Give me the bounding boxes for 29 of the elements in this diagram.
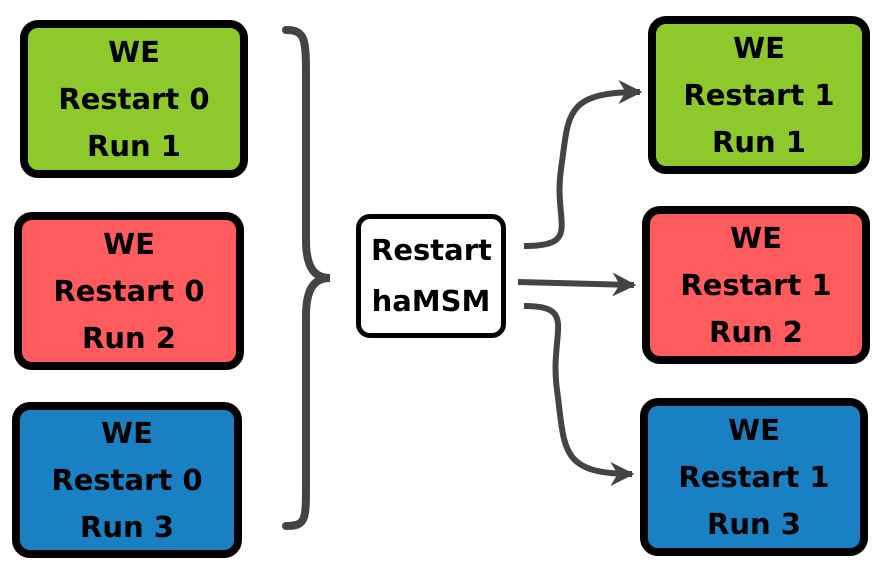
node-label: WE	[103, 226, 155, 261]
node-label: WE	[728, 412, 780, 447]
node-label: Run 2	[709, 315, 803, 350]
node-label: Run 3	[707, 507, 801, 542]
node-label: Restart 0	[51, 462, 203, 497]
run-box	[642, 206, 870, 364]
node-label: Run 3	[80, 510, 174, 544]
node-label: Run 1	[712, 125, 806, 160]
node-label: WE	[733, 30, 785, 65]
node-label: Restart haMSM	[371, 232, 491, 320]
node-label: WE	[101, 416, 153, 450]
arrow	[524, 80, 642, 249]
run-box	[14, 212, 244, 370]
run-box	[20, 20, 248, 178]
node-label: Run 2	[82, 321, 176, 356]
node-label: WE	[108, 34, 160, 69]
node-label: Restart 1	[683, 78, 835, 112]
node-label: WE	[730, 220, 782, 255]
arrow	[518, 272, 636, 296]
node-label: Restart 0	[53, 274, 205, 308]
process-box	[356, 214, 506, 338]
arrow	[524, 303, 634, 486]
run-box	[12, 402, 242, 558]
node-label: Restart 0	[58, 82, 210, 116]
node-label: Restart 1	[680, 268, 832, 302]
node-label: Run 1	[87, 129, 181, 164]
node-label: Restart 1	[678, 460, 830, 494]
run-box	[640, 398, 868, 556]
run-box	[648, 16, 870, 174]
